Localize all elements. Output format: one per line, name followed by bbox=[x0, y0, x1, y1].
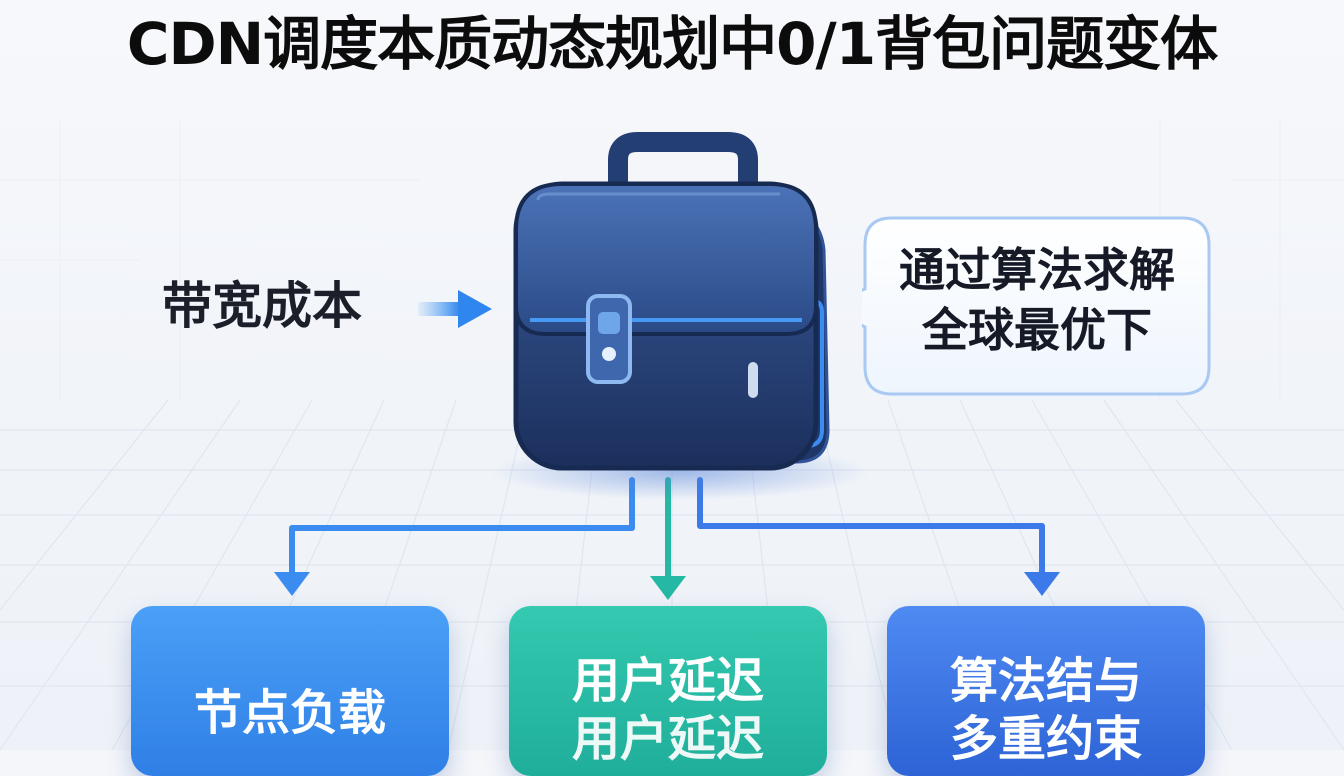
category-box-label-secondary: 用户延迟 bbox=[571, 711, 764, 767]
bandwidth-cost-label: 带宽成本 bbox=[162, 277, 362, 335]
category-box-label: 节点负载 bbox=[193, 685, 386, 741]
arrow-down-icon bbox=[274, 572, 310, 596]
callout-text: 通过算法求解 全球最优下 bbox=[862, 240, 1212, 360]
connector-left bbox=[289, 477, 635, 579]
callout-bubble bbox=[862, 216, 1211, 396]
callout-line-2: 全球最优下 bbox=[922, 303, 1152, 357]
page-title: CDN调度本质动态规划中0/1背包问题变体 bbox=[126, 10, 1218, 78]
connector-right bbox=[697, 477, 1045, 579]
category-box-label: 算法结与 bbox=[949, 653, 1142, 709]
arrow-down-icon bbox=[650, 576, 686, 600]
connectors bbox=[274, 290, 1060, 600]
category-box-user-latency: 用户延迟 用户延迟 bbox=[509, 606, 827, 776]
category-box-label: 用户延迟 bbox=[571, 653, 764, 709]
knapsack-bag-icon bbox=[490, 132, 870, 500]
input-arrow-icon bbox=[418, 290, 492, 328]
category-box-algorithm-constraints: 算法结与 多重约束 bbox=[887, 606, 1205, 776]
arrow-down-icon bbox=[1024, 572, 1060, 596]
category-box-node-load: 节点负载 bbox=[131, 606, 449, 776]
category-box-label-secondary: 多重约束 bbox=[949, 711, 1142, 767]
callout-line-1: 通过算法求解 bbox=[899, 243, 1175, 297]
